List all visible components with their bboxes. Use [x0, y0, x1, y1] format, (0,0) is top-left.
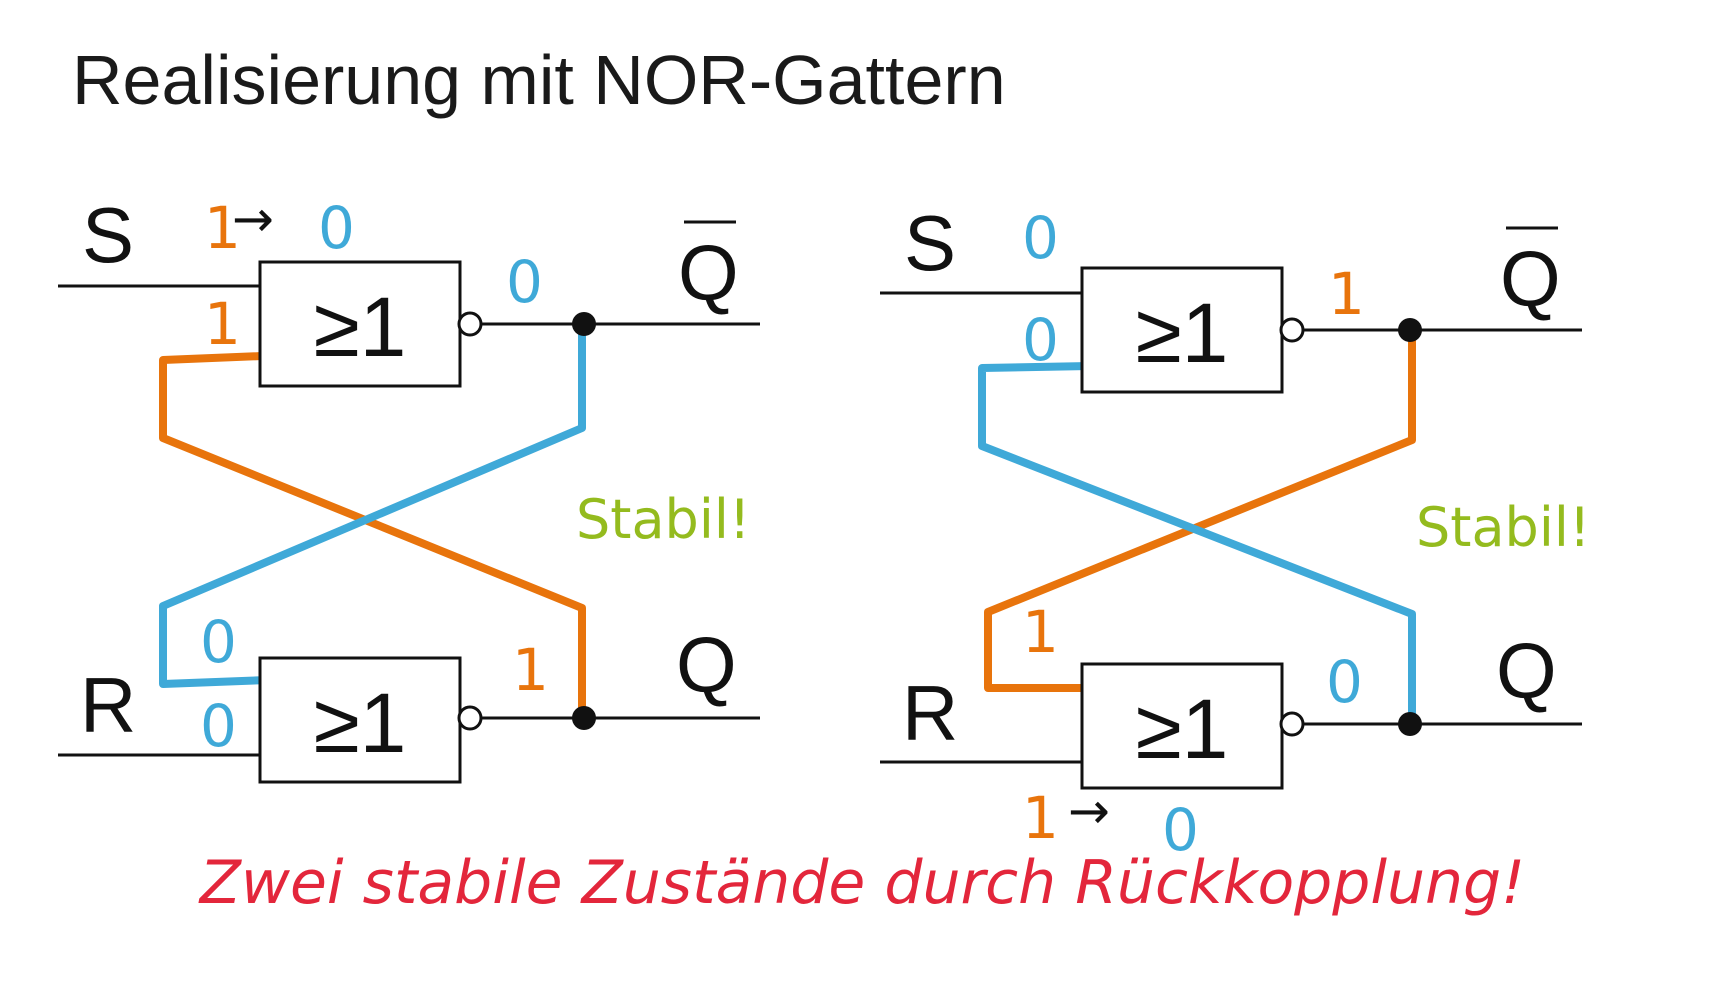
right-stable-label: Stabil! [1416, 496, 1590, 559]
left-s-to-value: 0 [318, 194, 355, 262]
left-lower-inverter-bubble [457, 705, 483, 731]
left-upper-gate-label: ≥1 [314, 280, 407, 374]
right-r-label: R [902, 669, 958, 757]
left-qbar-label: Q [678, 229, 739, 317]
right-qbar-label: Q [1500, 235, 1561, 323]
right-r-to-value: 0 [1162, 796, 1199, 864]
left-lower-nor-gate [258, 656, 462, 784]
left-feedback-qbar-wire [159, 324, 586, 688]
right-lower-gate-label: ≥1 [1136, 682, 1229, 776]
left-s-from-value: 1 [204, 194, 241, 262]
right-q-junction [1398, 712, 1422, 736]
right-q-label: Q [1496, 627, 1557, 715]
left-r-label: R [80, 661, 136, 749]
right-s-label: S [904, 199, 956, 287]
left-q-label: Q [676, 621, 737, 709]
right-r-arrow: → [1068, 782, 1110, 840]
left-upper-feedback-value: 1 [204, 290, 241, 358]
right-lower-feedback-value: 1 [1022, 598, 1059, 666]
right-qbar-junction [1398, 318, 1422, 342]
right-circuit: ≥1 ≥1 S R Q Q 0 0 1 1 0 1 → 0 Stabil! [880, 199, 1590, 864]
caption-text: Zwei stabile Zustände durch Rückkopplung… [199, 848, 1526, 918]
page-title: Realisierung mit NOR-Gattern [72, 41, 1006, 119]
left-lower-feedback-value: 0 [200, 608, 237, 676]
right-qbar-value: 1 [1328, 260, 1365, 328]
right-upper-nor-gate [1080, 266, 1284, 394]
left-upper-inverter-bubble [457, 311, 483, 337]
left-stable-label: Stabil! [576, 488, 750, 551]
right-lower-inverter-bubble [1279, 711, 1305, 737]
right-r-from-value: 1 [1022, 784, 1059, 852]
left-q-value: 1 [512, 636, 549, 704]
left-s-label: S [82, 191, 134, 279]
left-circuit: ≥1 ≥1 S R Q Q 1 → 0 1 0 0 0 1 Stabil! [58, 190, 760, 784]
left-qbar-value: 0 [506, 248, 543, 316]
right-feedback-qbar-wire [984, 330, 1416, 692]
right-lower-nor-gate [1080, 662, 1284, 790]
right-upper-inverter-bubble [1279, 317, 1305, 343]
left-feedback-q-wire [159, 352, 586, 718]
left-r-value: 0 [200, 692, 237, 760]
left-q-junction [572, 706, 596, 730]
right-feedback-q-wire [978, 362, 1416, 724]
right-q-value: 0 [1326, 648, 1363, 716]
left-s-arrow: → [232, 190, 274, 248]
right-s-value: 0 [1022, 204, 1059, 272]
right-upper-gate-label: ≥1 [1136, 286, 1229, 380]
left-lower-gate-label: ≥1 [314, 676, 407, 770]
left-qbar-junction [572, 312, 596, 336]
right-upper-feedback-value: 0 [1022, 306, 1059, 374]
